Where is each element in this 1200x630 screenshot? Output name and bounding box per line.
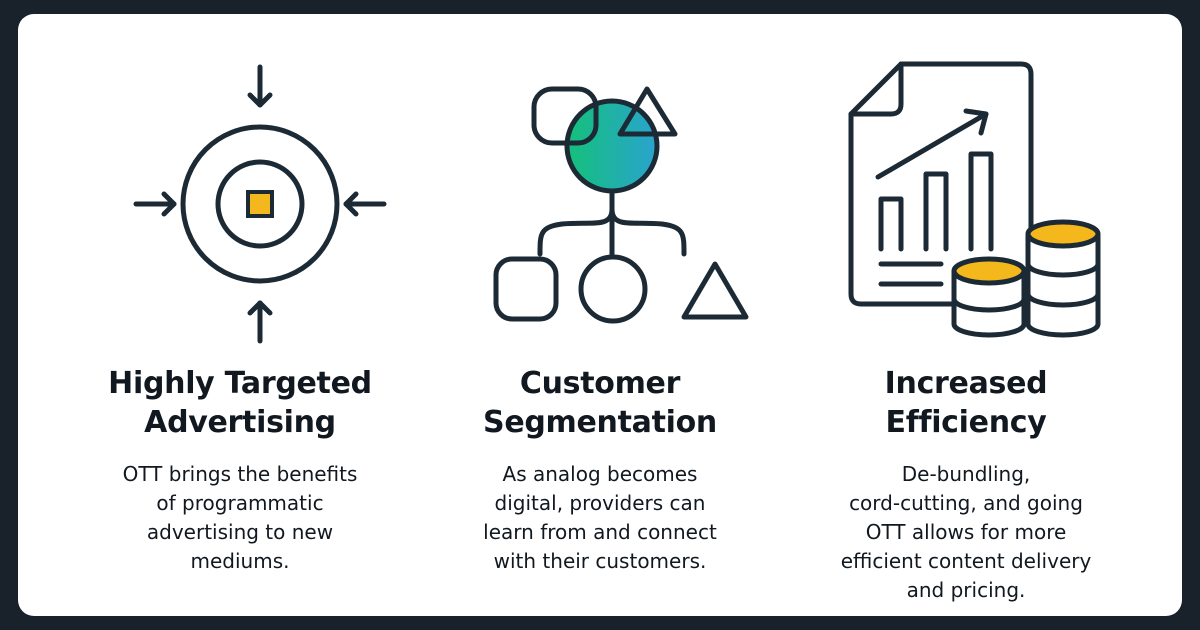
title-line: Segmentation [483,405,717,440]
description-line: digital, providers can [494,491,706,515]
title-line: Highly Targeted [108,366,372,401]
description-line: OTT allows for more [865,520,1067,544]
description-line: advertising to new [146,520,334,544]
segmentation-icon [493,86,749,324]
description-line: mediums. [190,549,290,573]
feature-title: Highly Targeted Advertising [50,364,430,442]
feature-targeted-advertising: Highly Targeted Advertising OTT brings t… [50,14,430,616]
feature-title: Increased Efficiency [776,364,1156,442]
feature-description: OTT brings the benefits of programmatic … [75,460,405,576]
infographic-card: Highly Targeted Advertising OTT brings t… [18,14,1182,616]
description-line: cord-cutting, and going [849,491,1083,515]
title-line: Efficiency [885,405,1047,440]
description-line: De-bundling, [901,462,1031,486]
description-line: OTT brings the benefits [122,462,358,486]
feature-description: De-bundling, cord-cutting, and going OTT… [796,460,1136,605]
title-line: Increased [884,366,1048,401]
description-line: learn from and connect [483,520,717,544]
efficiency-report-icon [848,61,1101,338]
description-line: As analog becomes [502,462,698,486]
feature-title: Customer Segmentation [410,364,790,442]
description-line: efficient content delivery [840,549,1092,573]
feature-description: As analog becomes digital, providers can… [430,460,770,576]
description-line: and pricing. [906,578,1026,602]
title-line: Customer [519,366,681,401]
description-line: with their customers. [493,549,707,573]
feature-customer-segmentation: Customer Segmentation As analog becomes … [410,14,790,616]
title-line: Advertising [144,405,336,440]
target-icon [133,64,387,344]
feature-increased-efficiency: Increased Efficiency De-bundling, cord-c… [776,14,1156,616]
description-line: of programmatic [156,491,324,515]
